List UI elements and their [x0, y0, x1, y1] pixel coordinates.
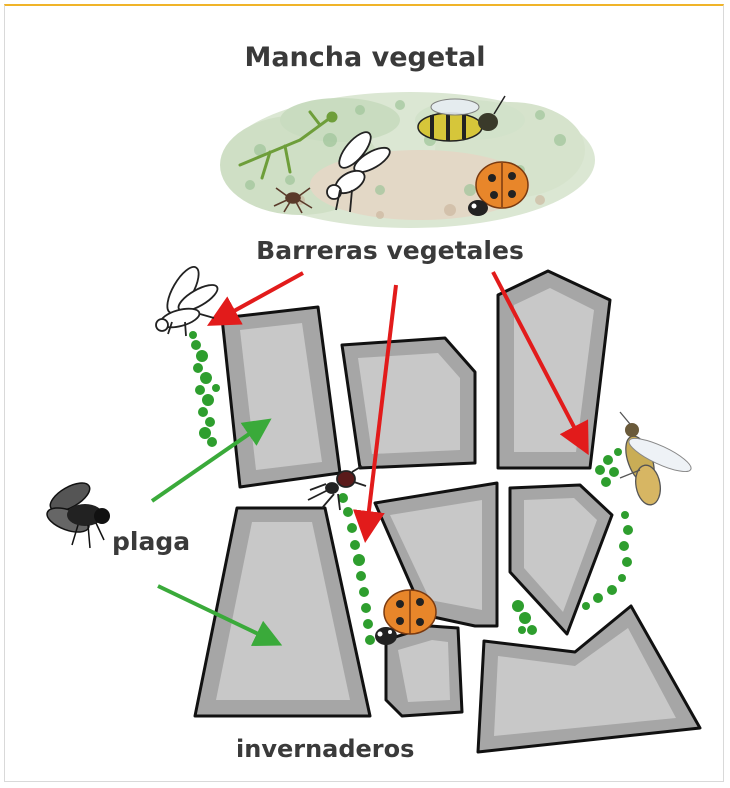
fly-icon [44, 477, 110, 548]
greenhouses-label: invernaderos [236, 735, 414, 763]
greenhouse [195, 508, 370, 716]
lacewing-icon [156, 262, 221, 336]
vegetation-patch [220, 92, 595, 228]
hedge-left [189, 331, 220, 447]
pest-label: plaga [112, 527, 190, 556]
greenhouse [386, 626, 462, 716]
greenhouse [222, 307, 340, 487]
plant-barriers-label: Barreras vegetales [0, 236, 730, 265]
greenhouse [478, 606, 700, 752]
greenhouse [342, 338, 475, 468]
vegetation-patch-label: Mancha vegetal [0, 42, 730, 73]
greenhouse [510, 485, 612, 634]
wasp-icon [620, 412, 695, 507]
greenhouse [498, 271, 610, 468]
